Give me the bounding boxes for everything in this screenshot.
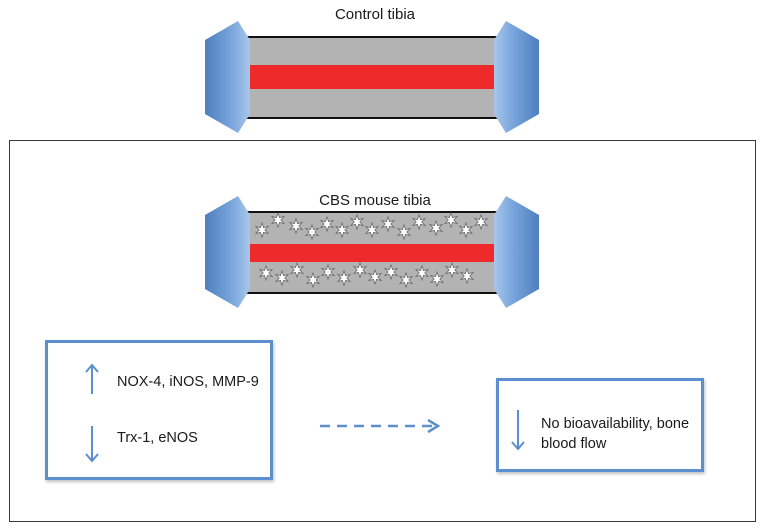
dashed-right-arrow-icon xyxy=(320,418,441,434)
cbs-tibia-illustration xyxy=(205,196,539,308)
decreased-markers-text: Trx-1, eNOS xyxy=(117,430,198,446)
cbs-panel xyxy=(9,140,756,522)
down-arrow-icon xyxy=(85,426,99,463)
control-tibia-title: Control tibia xyxy=(334,6,416,23)
outcome-box xyxy=(496,378,704,472)
upregulated-downregulated-box xyxy=(45,340,273,480)
control-blood-vessel xyxy=(247,65,497,89)
cbs-right-epiphysis xyxy=(494,196,539,308)
up-arrow-icon xyxy=(85,363,99,394)
control-right-epiphysis xyxy=(494,21,539,133)
outcome-text: No bioavailability, bone blood flow xyxy=(541,416,690,452)
cbs-tibia-title: CBS mouse tibia xyxy=(319,192,431,209)
control-left-epiphysis xyxy=(205,21,250,133)
control-tibia-illustration xyxy=(205,21,539,133)
increased-markers-text: NOX-4, iNOS, MMP-9 xyxy=(117,374,259,390)
down-arrow-icon xyxy=(511,410,525,451)
cbs-blood-vessel xyxy=(247,244,497,262)
cbs-left-epiphysis xyxy=(205,196,250,308)
